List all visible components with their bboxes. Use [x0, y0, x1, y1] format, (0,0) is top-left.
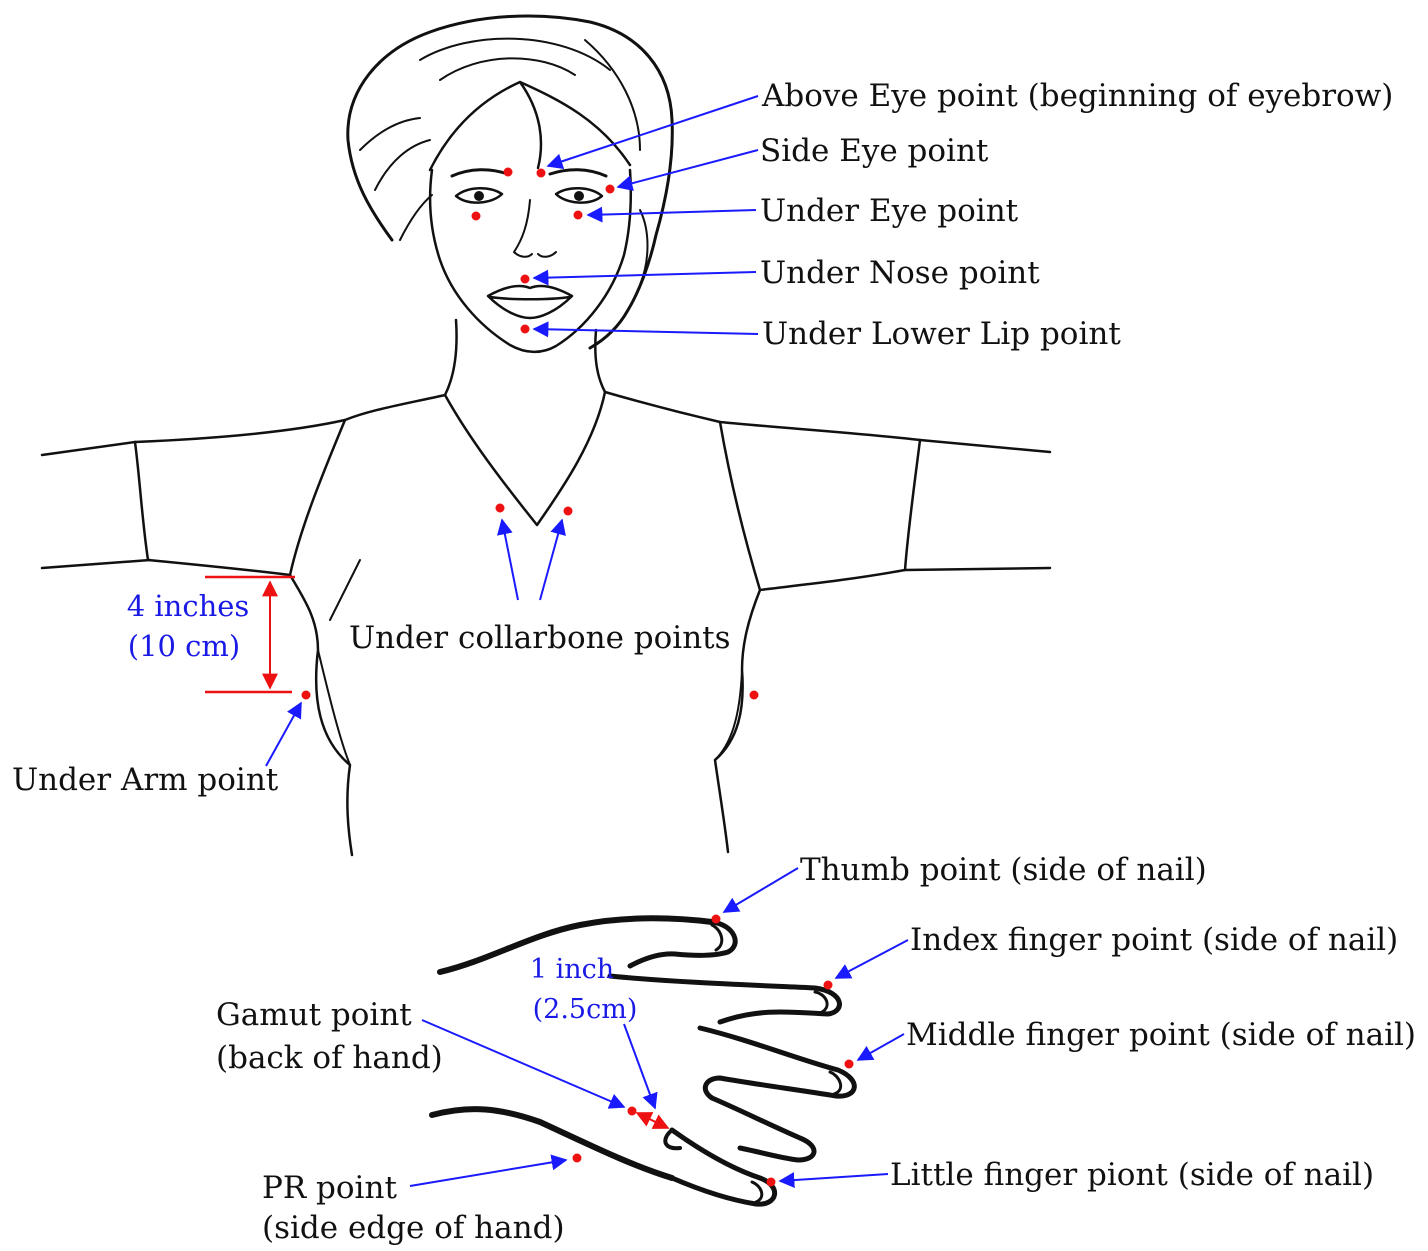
pupil-left — [474, 191, 484, 201]
arrow-little-finger — [780, 1174, 888, 1181]
point-index-finger — [824, 981, 833, 990]
thumb — [630, 922, 735, 966]
arrow-gamut — [422, 1020, 624, 1107]
shirt-neckline — [445, 392, 605, 525]
point-thumb — [712, 915, 721, 924]
underarm-measurement: 4 inches (10 cm) — [127, 577, 295, 692]
arm-right — [905, 440, 1050, 570]
label-under-eye: Under Eye point — [760, 193, 1019, 229]
index-finger — [610, 976, 839, 1022]
label-under-lower-lip: Under Lower Lip point — [762, 316, 1121, 352]
point-above-eye-left — [504, 168, 513, 177]
point-above-eye-right — [537, 169, 546, 178]
point-gamut — [628, 1107, 637, 1116]
chest-folds — [318, 560, 742, 765]
label-pr-line2: (side edge of hand) — [262, 1210, 565, 1246]
arrow-thumb — [724, 868, 798, 912]
label-little-finger: Little finger piont (side of nail) — [890, 1157, 1374, 1193]
gamut-measure-line2: (2.5cm) — [533, 994, 638, 1025]
label-under-arm: Under Arm point — [12, 762, 279, 798]
hand-illustration — [432, 918, 854, 1204]
point-under-lower-lip — [521, 325, 530, 334]
eyebrow-right — [550, 170, 606, 176]
point-collarbone-right — [564, 507, 573, 516]
label-under-nose: Under Nose point — [760, 255, 1040, 291]
point-under-eye-right — [574, 211, 583, 220]
shoulder-left — [135, 395, 445, 442]
arm-left — [42, 442, 150, 568]
middle-finger — [700, 1028, 854, 1098]
thumb-nail — [712, 925, 722, 950]
label-index-finger: Index finger point (side of nail) — [910, 922, 1398, 958]
label-pr-line1: PR point — [262, 1170, 397, 1206]
mouth — [488, 286, 572, 318]
label-gamut-line2: (back of hand) — [216, 1040, 443, 1076]
pupil-right — [574, 191, 584, 201]
arrow-pr — [410, 1160, 566, 1186]
point-side-eye — [606, 185, 615, 194]
label-above-eye: Above Eye point (beginning of eyebrow) — [761, 78, 1393, 114]
point-under-eye-left — [472, 212, 481, 221]
arrow-collarbone-right — [540, 520, 562, 600]
point-pr — [573, 1154, 582, 1163]
point-under-nose — [521, 275, 530, 284]
eyebrow-left — [452, 170, 508, 176]
point-little-finger — [767, 1178, 776, 1187]
point-collarbone-left — [496, 504, 505, 513]
label-thumb: Thumb point (side of nail) — [800, 852, 1207, 888]
sleeve-left — [135, 420, 345, 575]
arrow-under-eye — [588, 210, 756, 215]
gamut-measure-line1: 1 inch — [530, 954, 614, 985]
hand-bottom-edge — [432, 1109, 672, 1178]
arrow-above-eye — [548, 96, 758, 166]
hair-strands — [360, 39, 648, 285]
little-finger — [672, 1130, 775, 1204]
shoulder-right — [605, 392, 920, 440]
label-gamut-line1: Gamut point — [216, 997, 412, 1033]
hair-fringe — [430, 82, 630, 170]
arrow-under-lip — [534, 329, 758, 334]
arrow-side-eye — [618, 150, 758, 187]
point-under-arm-right — [750, 691, 759, 700]
arrow-middle-finger — [858, 1034, 904, 1060]
point-middle-finger — [845, 1060, 854, 1069]
middle-nail — [830, 1072, 841, 1094]
label-middle-finger: Middle finger point (side of nail) — [906, 1017, 1416, 1053]
label-under-collarbone: Under collarbone points — [349, 620, 731, 656]
ring-finger — [712, 1098, 814, 1160]
torso-left — [290, 575, 352, 855]
sleeve-right — [720, 422, 920, 590]
arrow-index-finger — [836, 940, 908, 978]
index-nail — [815, 992, 827, 1012]
gamut-double-arrow — [637, 1113, 668, 1128]
nose — [514, 200, 556, 257]
point-under-arm-left — [302, 691, 311, 700]
measure-text-line1: 4 inches — [127, 589, 250, 623]
label-side-eye: Side Eye point — [760, 133, 989, 169]
arrow-collarbone-left — [502, 520, 518, 600]
arrow-gamut-measure — [624, 1024, 655, 1108]
little-nail — [752, 1182, 762, 1202]
measure-text-line2: (10 cm) — [128, 629, 241, 663]
arrow-under-arm — [266, 703, 301, 766]
